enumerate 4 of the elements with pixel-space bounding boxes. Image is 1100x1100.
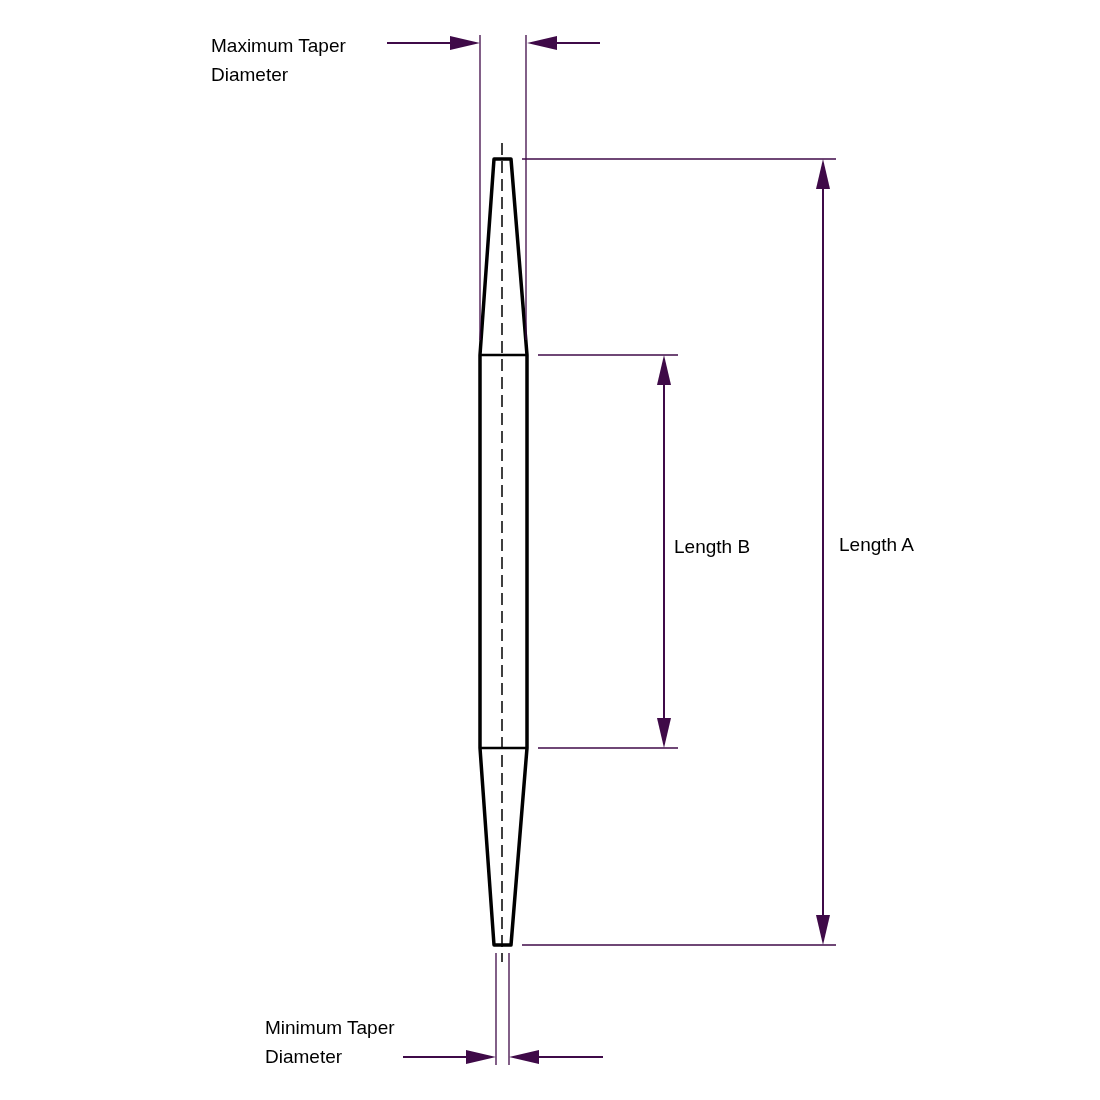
dimension-label: Length B: [674, 536, 751, 557]
dimension-label: Length A: [839, 534, 915, 555]
dimension-label: Maximum Taper Diameter: [211, 35, 346, 85]
dimension-label: Minimum Taper Diameter: [265, 1017, 395, 1067]
